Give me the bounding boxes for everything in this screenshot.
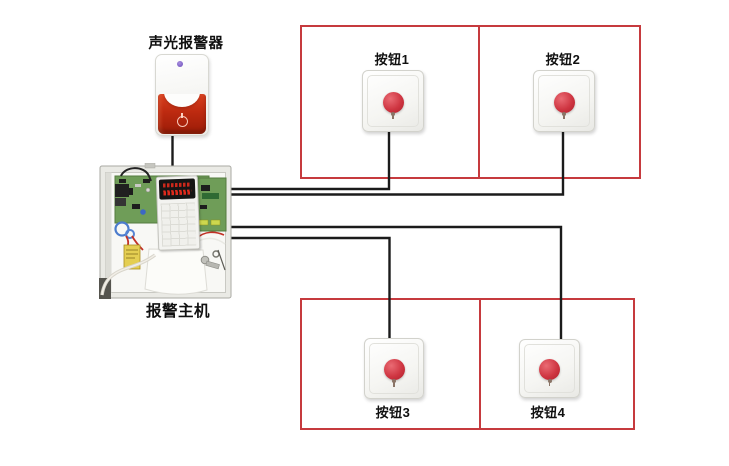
- zone-box-buttons-3-4: [300, 298, 635, 430]
- panic-red-cap: [382, 91, 404, 113]
- led-row-1: [162, 182, 192, 188]
- siren-label: 声光报警器: [148, 36, 224, 52]
- panic-button-2: [533, 70, 595, 132]
- panic-button-frame: [524, 344, 575, 393]
- led-row-2: [163, 189, 192, 195]
- white-cable: [100, 253, 157, 296]
- keyhole-icon: [391, 111, 395, 120]
- button2-label: 按钮2: [545, 52, 581, 67]
- keypad-led-display: [158, 178, 196, 200]
- transformer-yellow: [123, 244, 141, 270]
- black-cable: [120, 167, 152, 182]
- panic-button-1: [362, 70, 424, 132]
- cabinet-left-wall: [105, 172, 112, 293]
- panic-button-frame: [367, 75, 419, 127]
- panic-button-3: [364, 338, 424, 399]
- white-cover: [144, 248, 208, 295]
- keypad-key-grid: [160, 202, 197, 247]
- button3-label: 按钮3: [375, 405, 411, 420]
- host-label: 报警主机: [145, 303, 210, 320]
- capacitor: [140, 209, 146, 215]
- keys-icon: [200, 249, 226, 271]
- siren-led-icon: [177, 61, 184, 67]
- keyhole-icon: [392, 379, 396, 387]
- button4-label: 按钮4: [530, 405, 566, 420]
- panic-red-cap: [553, 91, 575, 113]
- zone-1-divider: [478, 26, 480, 178]
- host-keypad: [155, 175, 201, 251]
- cabinet-hinge: [144, 163, 156, 169]
- panic-red-cap: [539, 359, 560, 381]
- panic-button-4: [519, 339, 580, 398]
- blue-wire-loops: [114, 221, 135, 239]
- transformer-black: [115, 184, 129, 206]
- siren-device: [155, 54, 209, 136]
- siren-horn: [158, 94, 206, 134]
- panic-red-cap: [383, 359, 405, 381]
- alarm-host-device: [99, 163, 232, 299]
- power-icon: [176, 113, 188, 127]
- panic-button-frame: [369, 343, 419, 394]
- siren-cover-curve: [164, 94, 200, 107]
- button1-label: 按钮1: [374, 52, 410, 67]
- keyhole-icon: [562, 111, 566, 120]
- panic-button-frame: [538, 75, 590, 127]
- keyhole-icon: [547, 378, 552, 387]
- zone-2-divider: [479, 299, 481, 429]
